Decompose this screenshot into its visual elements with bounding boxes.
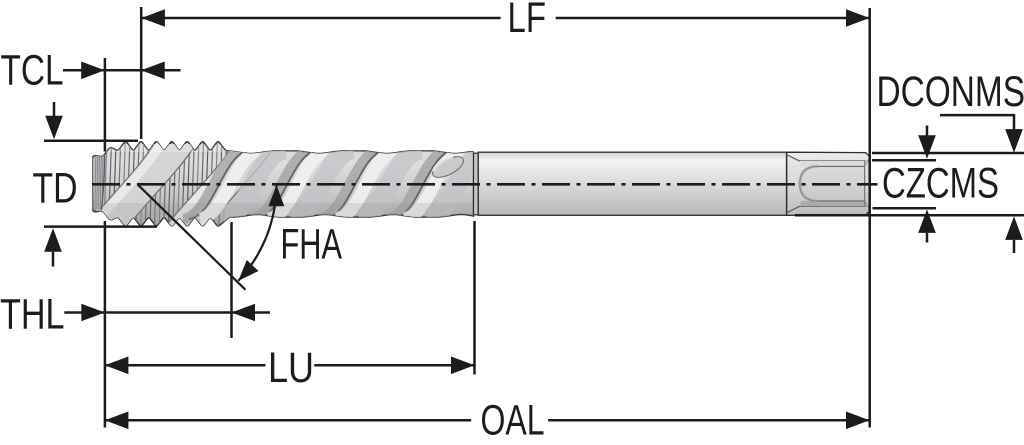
svg-text:OAL: OAL [481,397,545,444]
svg-text:THL: THL [0,291,65,338]
svg-text:DCONMS: DCONMS [877,69,1024,116]
svg-text:TCL: TCL [1,48,64,95]
svg-text:LU: LU [268,345,314,392]
svg-text:TD: TD [33,166,78,213]
svg-text:LF: LF [508,0,547,42]
svg-text:CZCMS: CZCMS [882,161,999,208]
svg-text:FHA: FHA [281,221,343,268]
